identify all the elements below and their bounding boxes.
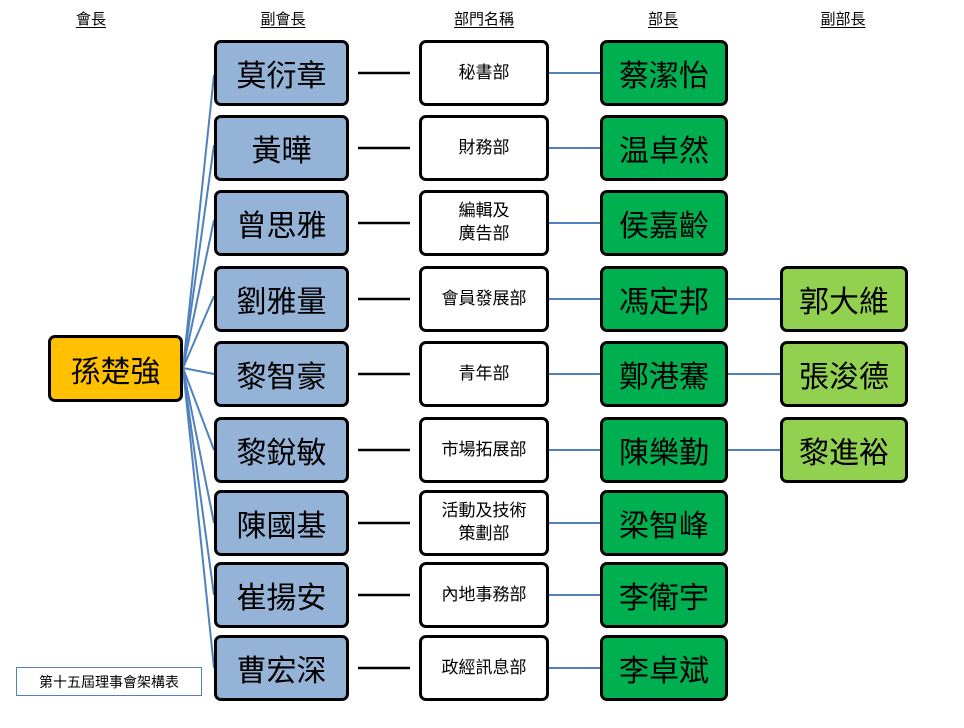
department-box[interactable]: 青年部 xyxy=(419,341,549,407)
deputy-head-box[interactable]: 郭大維 xyxy=(780,266,908,332)
head-box[interactable]: 李卓斌 xyxy=(600,635,728,701)
head-box[interactable]: 侯嘉齡 xyxy=(600,190,728,256)
connector-president-to-vp xyxy=(182,144,215,369)
deputy-head-box[interactable]: 黎進裕 xyxy=(780,417,908,483)
vice-president-box[interactable]: 曹宏深 xyxy=(214,635,349,701)
head-box[interactable]: 温卓然 xyxy=(600,115,728,181)
connector-president-to-vp xyxy=(182,367,215,451)
president-box[interactable]: 孫楚強 xyxy=(48,335,183,402)
department-box[interactable]: 秘書部 xyxy=(419,40,549,106)
header-deputy-head: 副部長 xyxy=(820,10,866,28)
vice-president-box[interactable]: 劉雅量 xyxy=(214,266,349,332)
vice-president-box[interactable]: 曾思雅 xyxy=(214,190,349,256)
chart-caption: 第十五屆理事會架構表 xyxy=(16,667,202,696)
vice-president-box[interactable]: 黎銳敏 xyxy=(214,417,349,483)
department-box[interactable]: 會員發展部 xyxy=(419,266,549,332)
department-box[interactable]: 編輯及廣告部 xyxy=(419,190,549,256)
head-box[interactable]: 李衛宇 xyxy=(600,562,728,628)
head-box[interactable]: 馮定邦 xyxy=(600,266,728,332)
connector-president-to-vp xyxy=(182,295,215,369)
header-department: 部門名稱 xyxy=(453,10,515,28)
department-box[interactable]: 活動及技術策劃部 xyxy=(419,490,549,556)
header-vice-president: 副會長 xyxy=(260,10,306,28)
head-box[interactable]: 蔡潔怡 xyxy=(600,40,728,106)
connector-president-to-vp xyxy=(182,367,215,596)
connector-president-to-vp xyxy=(182,367,215,524)
connector-president-to-vp xyxy=(182,219,215,369)
header-president: 會長 xyxy=(75,10,107,28)
connector-president-to-vp xyxy=(182,367,215,669)
department-box[interactable]: 內地事務部 xyxy=(419,562,549,628)
department-box[interactable]: 市場拓展部 xyxy=(419,417,549,483)
connector-president-to-vp xyxy=(182,74,215,369)
deputy-head-box[interactable]: 張浚德 xyxy=(780,341,908,407)
vice-president-box[interactable]: 黃曄 xyxy=(214,115,349,181)
vice-president-box[interactable]: 崔揚安 xyxy=(214,562,349,628)
department-box[interactable]: 財務部 xyxy=(419,115,549,181)
vice-president-box[interactable]: 黎智豪 xyxy=(214,341,349,407)
head-box[interactable]: 梁智峰 xyxy=(600,490,728,556)
department-box[interactable]: 政經訊息部 xyxy=(419,635,549,701)
vice-president-box[interactable]: 陳國基 xyxy=(214,490,349,556)
head-box[interactable]: 陳樂勤 xyxy=(600,417,728,483)
head-box[interactable]: 鄭港騫 xyxy=(600,341,728,407)
vice-president-box[interactable]: 莫衍章 xyxy=(214,40,349,106)
header-head: 部長 xyxy=(647,10,679,28)
connector-president-to-vp xyxy=(182,367,215,375)
